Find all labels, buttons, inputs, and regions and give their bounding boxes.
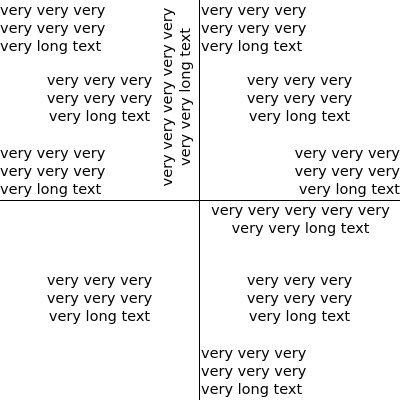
rotated-text-container: very very very very very very very long … <box>156 2 198 192</box>
text-block-top-right-corner: very very very very very very very long … <box>201 3 307 55</box>
text-block-bottom-right-top: very very very very very very very long … <box>211 203 390 237</box>
text-block-bottom-right-lower: very very very very very very very long … <box>201 346 307 398</box>
horizontal-divider <box>0 200 400 201</box>
text-block-top-left-corner: very very very very very very very long … <box>0 3 106 55</box>
text-block-top-right-lower: very very very very very very very long … <box>294 146 400 198</box>
text-block-top-right-center: very very very very very very very long … <box>246 73 353 125</box>
text-block-top-left-center: very very very very very very very long … <box>46 73 153 125</box>
text-block-bottom-left-center: very very very very very very very long … <box>46 273 153 325</box>
text-block-bottom-right-center: very very very very very very very long … <box>246 273 353 325</box>
text-block-top-left-lower: very very very very very very very long … <box>0 146 106 198</box>
text-block-rotated: very very very very very very very long … <box>160 7 194 187</box>
